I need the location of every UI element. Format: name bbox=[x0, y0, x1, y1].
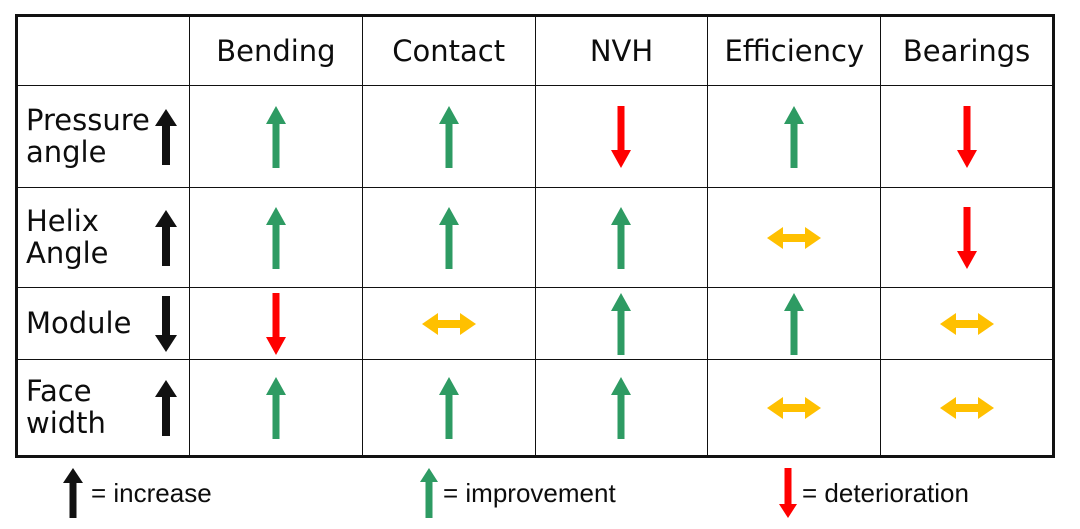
arrow-up-green-icon bbox=[190, 86, 362, 187]
arrow-down-red-icon bbox=[778, 468, 798, 518]
row-label-cell-face-width: Face width bbox=[16, 359, 190, 457]
matrix-cell bbox=[189, 187, 363, 288]
arrow-up-black-icon bbox=[63, 468, 83, 518]
matrix-cell bbox=[880, 287, 1054, 360]
row-label-cell-module: Module bbox=[16, 287, 190, 360]
matrix-cell bbox=[534, 287, 709, 360]
row-label-text: Helix Angle bbox=[26, 204, 109, 270]
matrix-cell bbox=[880, 359, 1054, 457]
arrow-up-green-icon bbox=[363, 188, 535, 287]
matrix-cell bbox=[361, 359, 536, 457]
legend-item: = improvement bbox=[419, 462, 616, 524]
arrow-up-green-icon bbox=[536, 288, 708, 359]
arrow-down-red-icon bbox=[536, 86, 708, 187]
table-row: Face width bbox=[16, 359, 1054, 457]
row-label-cell-helix-angle: Helix Angle bbox=[16, 187, 190, 288]
arrow-up-green-icon bbox=[363, 360, 535, 455]
matrix-cell bbox=[189, 287, 363, 360]
column-header-efficiency: Efficiency bbox=[707, 15, 882, 86]
row-label-text: Module bbox=[26, 305, 132, 340]
row-label-cell-pressure-angle: Pressure angle bbox=[16, 85, 190, 188]
arrow-up-green-icon bbox=[190, 360, 362, 455]
arrow-down-red-icon bbox=[190, 288, 362, 359]
legend-label: = deterioration bbox=[802, 478, 969, 508]
table-corner-cell bbox=[16, 15, 190, 86]
legend-label: = improvement bbox=[443, 478, 616, 508]
legend-item: = increase bbox=[63, 462, 212, 524]
table-row: Helix Angle bbox=[16, 187, 1054, 288]
column-header-bending: Bending bbox=[189, 15, 363, 86]
matrix-cell bbox=[707, 85, 882, 188]
table-header-row: Bending Contact NVH Efficiency Bearings bbox=[16, 15, 1054, 86]
arrow-up-green-icon bbox=[536, 188, 708, 287]
matrix-cell bbox=[707, 187, 882, 288]
arrow-leftright-yellow-icon bbox=[881, 288, 1052, 359]
arrow-up-black-icon bbox=[155, 209, 177, 266]
legend: = increase = improvement = deterioration bbox=[15, 462, 1052, 524]
arrow-down-black-icon bbox=[155, 295, 177, 352]
column-header-nvh: NVH bbox=[534, 15, 709, 86]
matrix-cell bbox=[361, 287, 536, 360]
arrow-up-green-icon bbox=[708, 86, 880, 187]
matrix-cell bbox=[707, 359, 882, 457]
matrix-cell bbox=[707, 287, 882, 360]
arrow-leftright-yellow-icon bbox=[363, 288, 535, 359]
gear-parameter-influence-table: Bending Contact NVH Efficiency Bearings … bbox=[15, 14, 1055, 458]
legend-item: = deterioration bbox=[778, 462, 969, 524]
matrix-cell bbox=[189, 359, 363, 457]
arrow-leftright-yellow-icon bbox=[708, 188, 880, 287]
arrow-up-green-icon bbox=[419, 468, 439, 518]
arrow-leftright-yellow-icon bbox=[881, 360, 1052, 455]
row-label-text: Pressure angle bbox=[26, 103, 150, 169]
arrow-down-red-icon bbox=[881, 86, 1052, 187]
matrix-cell bbox=[189, 85, 363, 188]
matrix-cell bbox=[880, 187, 1054, 288]
table-row: Module bbox=[16, 287, 1054, 360]
matrix-cell bbox=[880, 85, 1054, 188]
matrix-cell bbox=[361, 85, 536, 188]
arrow-up-green-icon bbox=[190, 188, 362, 287]
column-header-contact: Contact bbox=[361, 15, 536, 86]
arrow-up-green-icon bbox=[708, 288, 880, 359]
arrow-down-red-icon bbox=[881, 188, 1052, 287]
arrow-up-black-icon bbox=[155, 379, 177, 436]
matrix-cell bbox=[361, 187, 536, 288]
arrow-up-black-icon bbox=[155, 108, 177, 165]
legend-label: = increase bbox=[91, 478, 212, 508]
matrix-cell bbox=[534, 359, 709, 457]
arrow-leftright-yellow-icon bbox=[708, 360, 880, 455]
matrix-cell bbox=[534, 187, 709, 288]
row-label-text: Face width bbox=[26, 374, 106, 440]
arrow-up-green-icon bbox=[363, 86, 535, 187]
matrix-cell bbox=[534, 85, 709, 188]
arrow-up-green-icon bbox=[536, 360, 708, 455]
table-row: Pressure angle bbox=[16, 85, 1054, 188]
column-header-bearings: Bearings bbox=[880, 15, 1054, 86]
